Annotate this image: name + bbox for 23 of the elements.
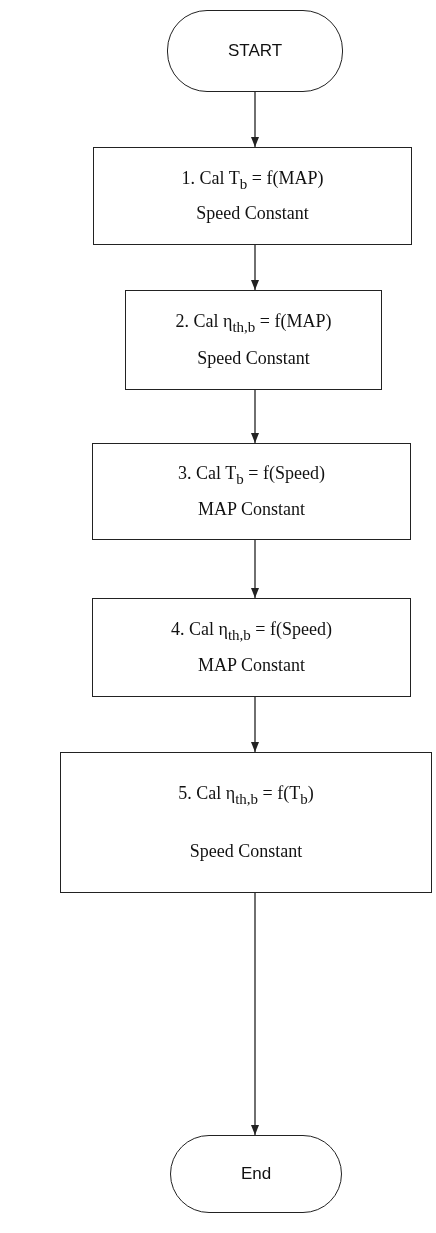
step-condition: Speed Constant [196, 203, 309, 225]
step-condition: MAP Constant [198, 498, 305, 520]
arrow [250, 696, 260, 753]
process-box [125, 290, 382, 390]
process-box [60, 752, 432, 893]
terminal-label: START [227, 41, 283, 61]
step-condition: Speed Constant [189, 840, 303, 862]
step-formula: 1. Cal T$_{b}$ = f(MAP) [181, 167, 324, 193]
process-box [92, 598, 411, 697]
arrow [250, 892, 260, 1136]
arrow [250, 244, 260, 291]
step-condition: MAP Constant [198, 655, 305, 677]
arrow [250, 389, 260, 444]
terminal-label: End [240, 1164, 272, 1184]
step-condition: Speed Constant [197, 347, 310, 369]
process-box [92, 443, 411, 540]
process-box [93, 147, 412, 245]
arrow [250, 91, 260, 148]
step-formula: 5. Cal η$_{th,b}$ = f(T$_{b}$) [178, 783, 314, 808]
step-formula: 3. Cal T$_{b}$ = f(Speed) [178, 463, 325, 488]
arrow [250, 539, 260, 599]
step-formula: 2. Cal η$_{th,b}$ = f(MAP) [175, 311, 332, 336]
step-formula: 4. Cal η$_{th,b}$ = f(Speed) [171, 618, 332, 644]
